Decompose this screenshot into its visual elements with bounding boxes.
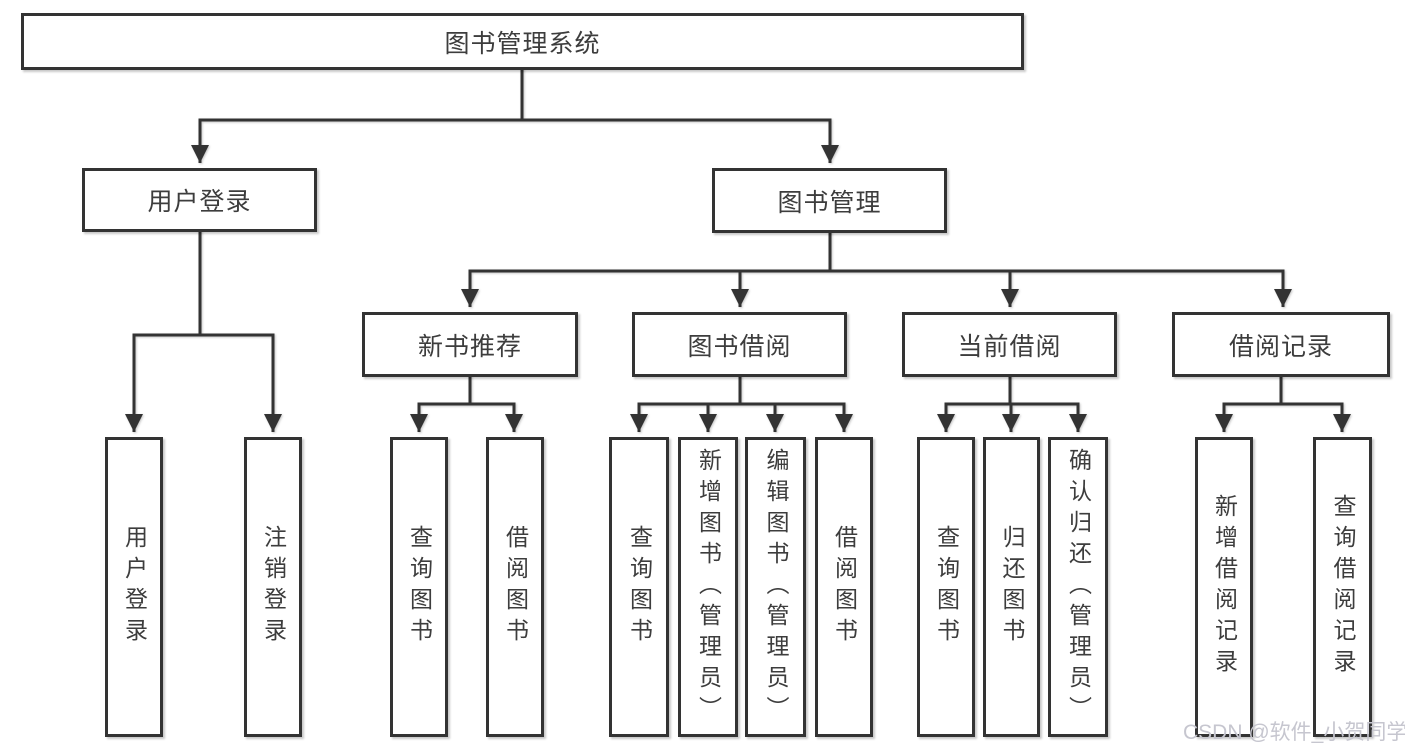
node-label: 确认归还（管理员） xyxy=(1065,447,1092,727)
csdn-watermark: CSDN @软件_小贺同学 xyxy=(1183,721,1405,744)
node-label: 新增图书（管理员） xyxy=(695,447,722,727)
leaf-logout: 注销登录 xyxy=(244,437,302,737)
node-new-book-recommend: 新书推荐 xyxy=(362,312,578,377)
node-label: 新书推荐 xyxy=(417,332,522,361)
node-library-system: 图书管理系统 xyxy=(21,13,1024,70)
node-current-borrow: 当前借阅 xyxy=(902,312,1117,377)
node-label: 借阅图书 xyxy=(502,525,529,649)
node-label: 归还图书 xyxy=(999,525,1025,649)
leaf-confirm-return-admin: 确认归还（管理员） xyxy=(1048,437,1108,737)
node-label: 查询图书 xyxy=(626,525,653,649)
node-label: 借阅记录 xyxy=(1228,332,1333,361)
leaf-add-book-admin: 新增图书（管理员） xyxy=(678,437,738,737)
leaf-query-books-recommend: 查询图书 xyxy=(390,437,448,737)
node-label: 图书管理 xyxy=(777,188,882,217)
node-book-borrow: 图书借阅 xyxy=(632,312,847,377)
node-label: 用户登录 xyxy=(147,188,252,216)
leaf-return-book: 归还图书 xyxy=(983,437,1040,737)
leaf-user-login: 用户登录 xyxy=(105,437,163,737)
node-borrow-records: 借阅记录 xyxy=(1172,312,1390,377)
node-label: 查询图书 xyxy=(933,525,960,649)
node-label: 图书借阅 xyxy=(687,332,792,361)
leaf-add-borrow-record: 新增借阅记录 xyxy=(1195,437,1253,737)
node-label: 用户登录 xyxy=(121,525,148,649)
leaf-query-books-current: 查询图书 xyxy=(917,437,975,737)
node-label: 注销登录 xyxy=(260,525,287,649)
node-label: 借阅图书 xyxy=(831,525,858,649)
leaf-borrow-books-recommend: 借阅图书 xyxy=(486,437,544,737)
leaf-query-books-borrow: 查询图书 xyxy=(609,437,669,737)
node-label: 查询借阅记录 xyxy=(1330,494,1356,680)
leaf-edit-book-admin: 编辑图书（管理员） xyxy=(745,437,806,737)
node-label: 编辑图书（管理员） xyxy=(763,447,789,727)
node-label: 图书管理系统 xyxy=(444,29,601,58)
node-book-management: 图书管理 xyxy=(712,168,947,233)
leaf-borrow-books: 借阅图书 xyxy=(815,437,873,737)
node-label: 查询图书 xyxy=(406,525,433,649)
node-label: 当前借阅 xyxy=(957,332,1062,361)
node-user-login: 用户登录 xyxy=(82,168,317,232)
leaf-query-borrow-record: 查询借阅记录 xyxy=(1313,437,1372,737)
node-label: 新增借阅记录 xyxy=(1211,494,1238,680)
